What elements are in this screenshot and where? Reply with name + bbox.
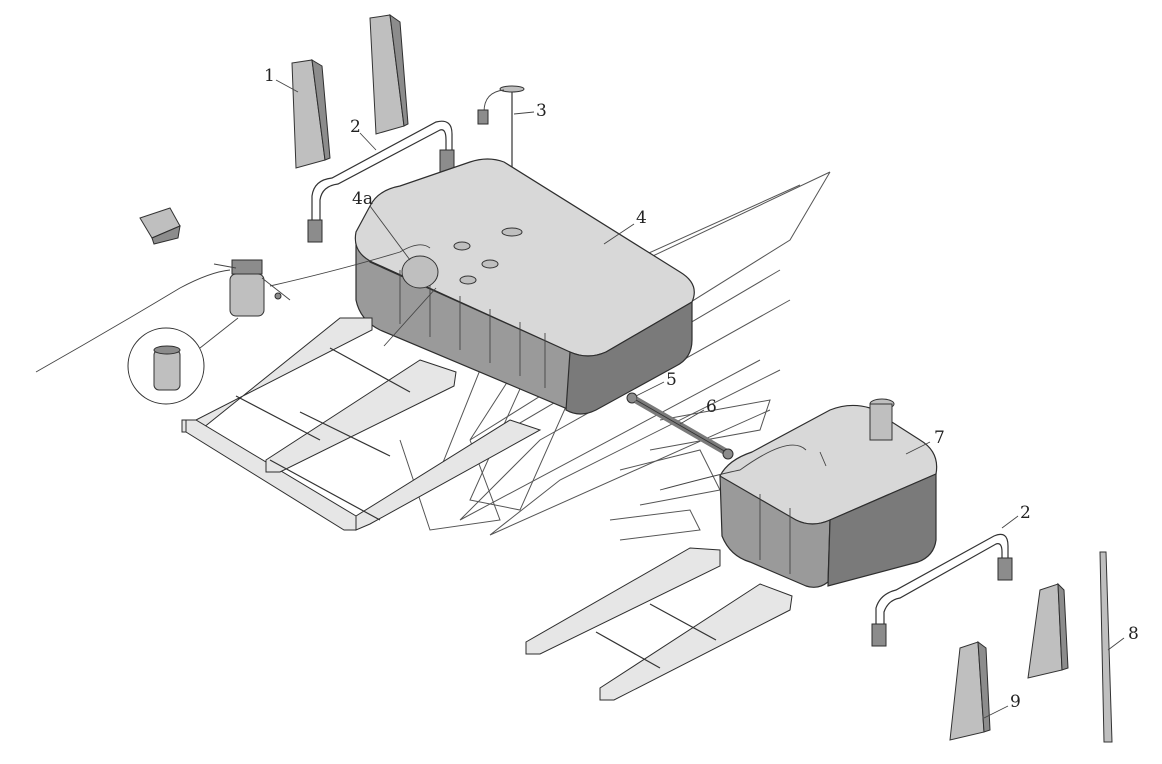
filter-detail-circle bbox=[127, 327, 205, 405]
strap-2-lower bbox=[871, 533, 1013, 647]
strip-8 bbox=[1099, 551, 1113, 743]
callout-3: 3 bbox=[536, 101, 547, 121]
callout-9: 9 bbox=[1010, 692, 1021, 712]
main-tank-frame bbox=[181, 317, 542, 531]
small-bracket bbox=[139, 207, 181, 245]
callout-1: 1 bbox=[264, 66, 275, 86]
strap-2-upper bbox=[307, 120, 455, 243]
aux-fuel-tank-7 bbox=[659, 398, 938, 588]
callout-5: 5 bbox=[666, 370, 677, 390]
main-fuel-tank-4 bbox=[269, 158, 695, 415]
bracket-1-right bbox=[369, 13, 409, 135]
bracket-9-left bbox=[949, 640, 991, 741]
leader-lines bbox=[275, 79, 1125, 719]
aux-tank-frame bbox=[525, 547, 793, 701]
callout-4a: 4a bbox=[352, 189, 373, 209]
callout-4: 4 bbox=[636, 208, 647, 228]
callout-8: 8 bbox=[1128, 624, 1139, 644]
bracket-1-left bbox=[291, 59, 331, 169]
callout-6: 6 bbox=[706, 397, 717, 417]
callout-2-lower: 2 bbox=[1020, 503, 1031, 523]
callout-7: 7 bbox=[934, 428, 945, 448]
bracket-9-right bbox=[1027, 582, 1069, 679]
fuel-filter bbox=[35, 259, 291, 373]
callout-2-upper: 2 bbox=[350, 117, 361, 137]
connector-pipe-6 bbox=[626, 392, 734, 460]
